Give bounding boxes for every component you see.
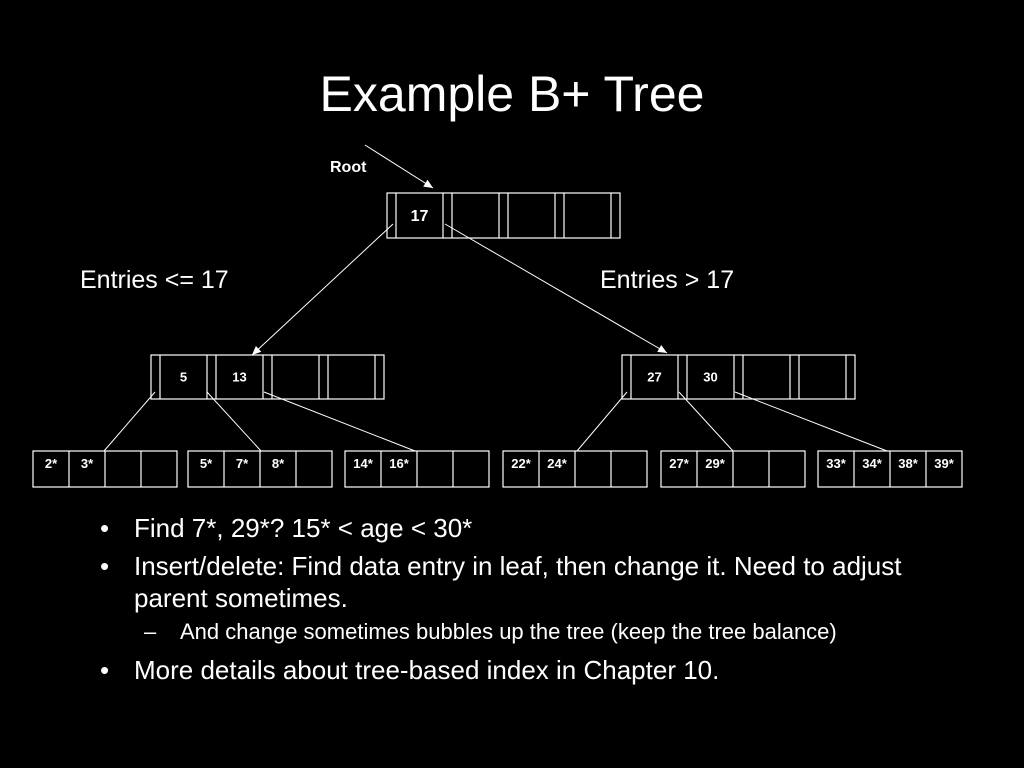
- bullet-item: • More details about tree-based index in…: [100, 654, 980, 686]
- leaf-entry: 38*: [898, 456, 918, 471]
- root-pointer-arrow: [364, 144, 434, 189]
- leaf-entry: 34*: [862, 456, 882, 471]
- edge-root-to-right-arrowhead: [657, 345, 667, 353]
- edge-root-to-left: [251, 223, 394, 356]
- node-key: 17: [411, 208, 429, 225]
- leaf-node: 5* 7* 8*: [187, 450, 333, 488]
- edge-to-leaf: [734, 391, 888, 452]
- internal-node-right: 27 30: [621, 354, 856, 400]
- leaf-entry: 27*: [669, 456, 689, 471]
- leaf-node: 33* 34* 38* 39*: [817, 450, 963, 488]
- bullet-text: Insert/delete: Find data entry in leaf, …: [134, 551, 902, 613]
- edge-to-leaf: [263, 391, 416, 452]
- node-key: 30: [703, 370, 717, 385]
- node-key: 5: [180, 370, 187, 385]
- leaf-entry: 29*: [705, 456, 725, 471]
- root-node: 17: [386, 192, 621, 239]
- bullet-dot: •: [100, 655, 110, 685]
- edge-to-leaf: [576, 391, 628, 452]
- leaf-entry: 3*: [81, 456, 94, 471]
- edge-to-leaf: [678, 391, 734, 452]
- leaf-entry: 16*: [389, 456, 409, 471]
- leaf-entry: 7*: [236, 456, 249, 471]
- bullet-dot: •: [100, 551, 110, 581]
- leaf-entry: 22*: [511, 456, 531, 471]
- leaf-entry: 2*: [45, 456, 58, 471]
- bullet-dot: •: [100, 513, 110, 543]
- right-subtree-caption: Entries > 17: [600, 266, 735, 294]
- node-key: 13: [232, 370, 246, 385]
- leaf-node: 22* 24*: [502, 450, 648, 488]
- node-key: 27: [647, 370, 661, 385]
- sub-bullet-item: – And change sometimes bubbles up the tr…: [100, 618, 980, 646]
- sub-bullet-dash: –: [144, 619, 157, 644]
- edge-root-to-right: [444, 223, 668, 354]
- leaf-entry: 24*: [547, 456, 567, 471]
- internal-node-left: 5 13: [150, 354, 385, 400]
- left-subtree-caption: Entries <= 17: [80, 266, 229, 294]
- leaf-node: 14* 16*: [344, 450, 490, 488]
- root-label: Root: [330, 159, 367, 176]
- edge-to-leaf: [206, 391, 262, 452]
- leaf-node: 2* 3*: [32, 450, 178, 488]
- bullet-text: Find 7*, 29*? 15* < age < 30*: [134, 513, 473, 543]
- leaf-entry: 39*: [934, 456, 954, 471]
- leaf-entry: 8*: [272, 456, 285, 471]
- bullet-item: • Insert/delete: Find data entry in leaf…: [100, 550, 980, 614]
- edge-root-to-left-arrowhead: [252, 345, 262, 355]
- bullet-item: • Find 7*, 29*? 15* < age < 30*: [100, 512, 980, 544]
- leaf-entry: 33*: [826, 456, 846, 471]
- root-pointer-arrow-arrowhead: [423, 179, 433, 188]
- leaf-node: 27* 29*: [660, 450, 806, 488]
- bullet-list: • Find 7*, 29*? 15* < age < 30* • Insert…: [100, 512, 980, 692]
- sub-bullet-text: And change sometimes bubbles up the tree…: [180, 619, 837, 644]
- edge-to-leaf: [103, 391, 156, 452]
- slide-title: Example B+ Tree: [319, 66, 705, 122]
- bullet-text: More details about tree-based index in C…: [134, 655, 720, 685]
- leaf-entry: 5*: [200, 456, 213, 471]
- leaf-entry: 14*: [353, 456, 373, 471]
